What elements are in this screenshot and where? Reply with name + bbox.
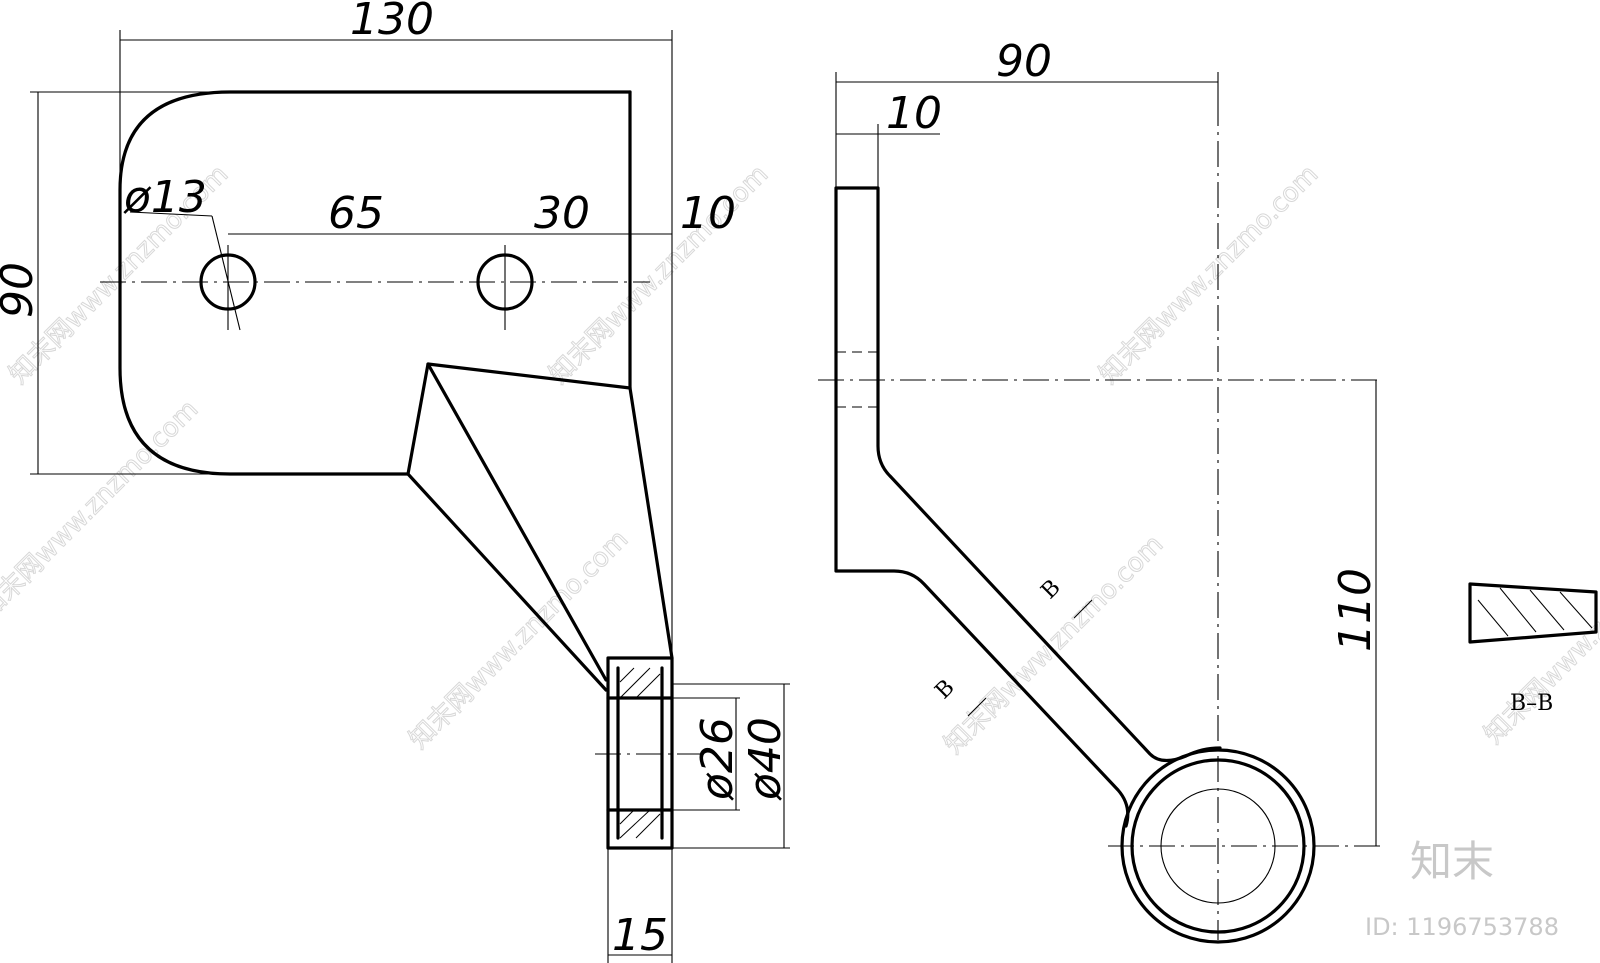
- rib-outline: [406, 362, 632, 476]
- side-dim-110-text: 110: [1330, 568, 1381, 652]
- image-id: ID: 1196753788: [1365, 913, 1559, 941]
- dim-15-text: 15: [612, 910, 668, 961]
- dim-d13-leader: [129, 211, 213, 217]
- dim-130-text: 130: [350, 0, 434, 45]
- side-dim-10-text: 10: [886, 88, 942, 139]
- dim-10-text: 10: [680, 188, 736, 239]
- boss-hatch-bottom: [619, 809, 661, 839]
- boss-outline: [606, 656, 674, 850]
- watermark-group: 知末网www.znzmo.com 知末网www.znzmo.com 知末网www…: [0, 159, 1600, 761]
- dim-d26-text: ø26: [692, 717, 743, 801]
- section-hatch: [1477, 587, 1593, 637]
- section-label: B–B: [1510, 691, 1553, 716]
- watermark-4: 知末网www.znzmo.com: [404, 524, 635, 755]
- dim-90-text: 90: [0, 262, 43, 318]
- dim-30-text: 30: [534, 188, 590, 239]
- boss-hatch-top: [619, 667, 661, 699]
- watermark-3: 知末网www.znzmo.com: [1094, 159, 1325, 390]
- section-b-b: B–B: [1468, 582, 1598, 716]
- dim-65-text: 65: [328, 188, 384, 239]
- bracket-outline: [834, 186, 1222, 828]
- section-outline: [1468, 582, 1598, 644]
- cut-mark-lower-label: B: [931, 675, 960, 704]
- cut-mark-lower-line: [967, 697, 987, 717]
- dim-d13-line: [211, 215, 241, 331]
- rib-edge-1: [406, 472, 608, 692]
- cut-mark-upper-line: [1073, 599, 1093, 619]
- rib-edge-3: [628, 386, 674, 660]
- dim-d13-text: ø13: [123, 172, 207, 223]
- side-view: 90 10 110 B B: [818, 36, 1381, 944]
- side-dim-90-text: 90: [996, 36, 1052, 87]
- front-view: 130 90 ø13 65 30 10 15 ø26 ø40: [0, 0, 791, 963]
- rib-edge-2: [426, 362, 608, 682]
- watermark-7: 知末网www.znzmo.com: [0, 394, 204, 625]
- dim-d40-text: ø40: [740, 717, 791, 801]
- cut-mark-upper-label: B: [1037, 575, 1066, 604]
- brand-logo: 知末: [1410, 837, 1494, 886]
- plate-outline: [118, 90, 632, 476]
